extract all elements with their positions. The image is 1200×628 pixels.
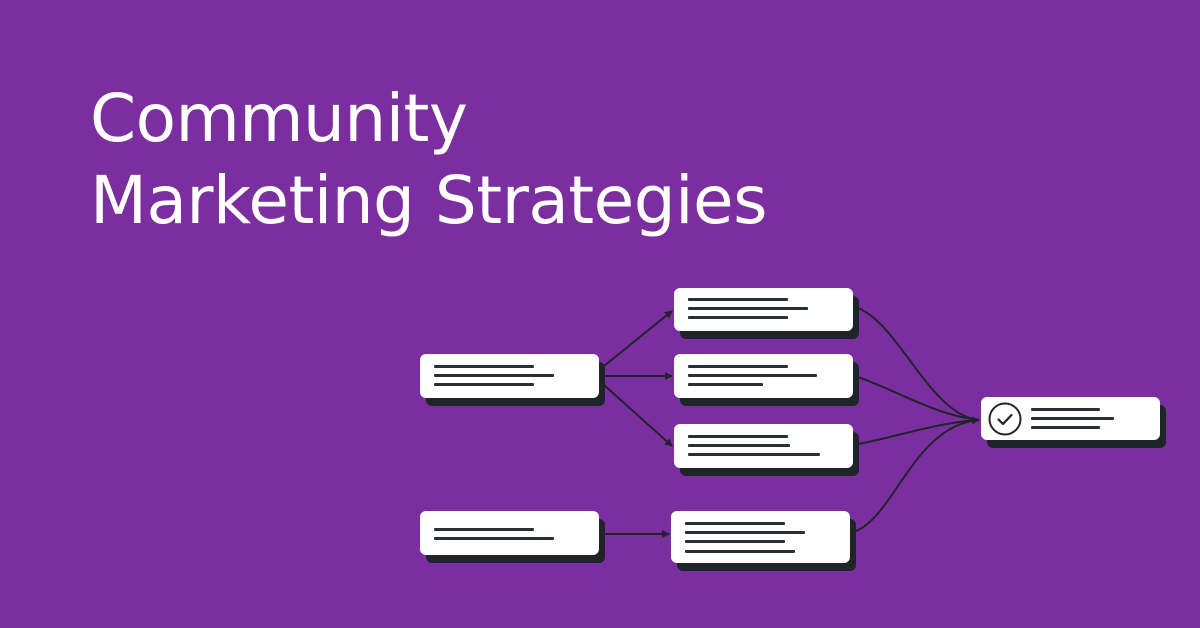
text-placeholder-line (688, 453, 820, 456)
edge-branch-b-result (857, 376, 980, 421)
text-placeholder-line (685, 540, 785, 543)
text-placeholder-line (434, 374, 554, 377)
text-placeholder-line (1031, 408, 1100, 411)
text-placeholder-line (688, 383, 763, 386)
node-source-bottom[interactable] (420, 511, 599, 555)
text-placeholder-line (688, 365, 788, 368)
node-branch-b[interactable] (674, 354, 853, 398)
text-placeholder-line (685, 550, 795, 553)
text-placeholder-line (688, 444, 790, 447)
text-placeholder-line (685, 531, 805, 534)
node-branch-a[interactable] (674, 288, 853, 331)
text-placeholder-line (688, 316, 788, 319)
edge-source-top-branch-c (603, 384, 673, 447)
text-placeholder-line (688, 374, 817, 377)
node-source-top[interactable] (420, 354, 599, 398)
page-title: Community Marketing Strategies (90, 78, 767, 242)
text-placeholder-line (688, 307, 808, 310)
edge-branch-a-result (857, 307, 980, 421)
title-line-2: Marketing Strategies (90, 162, 767, 239)
node-branch-e[interactable] (671, 511, 850, 563)
title-line-1: Community (90, 80, 468, 157)
edge-branch-e-result (855, 416, 980, 532)
node-branch-c[interactable] (674, 424, 853, 468)
text-placeholder-line (434, 365, 534, 368)
check-circle-icon (988, 402, 1022, 436)
text-placeholder-line (688, 435, 788, 438)
text-placeholder-line (1031, 417, 1114, 420)
text-placeholder-line (434, 383, 534, 386)
text-placeholder-line (434, 537, 554, 540)
text-placeholder-line (685, 522, 785, 525)
edge-branch-c-result (857, 419, 980, 445)
node-result[interactable] (981, 397, 1160, 440)
text-placeholder-line (434, 528, 534, 531)
text-placeholder-line (688, 298, 788, 301)
text-placeholder-line (1031, 426, 1100, 429)
edge-source-top-branch-a (603, 310, 673, 367)
